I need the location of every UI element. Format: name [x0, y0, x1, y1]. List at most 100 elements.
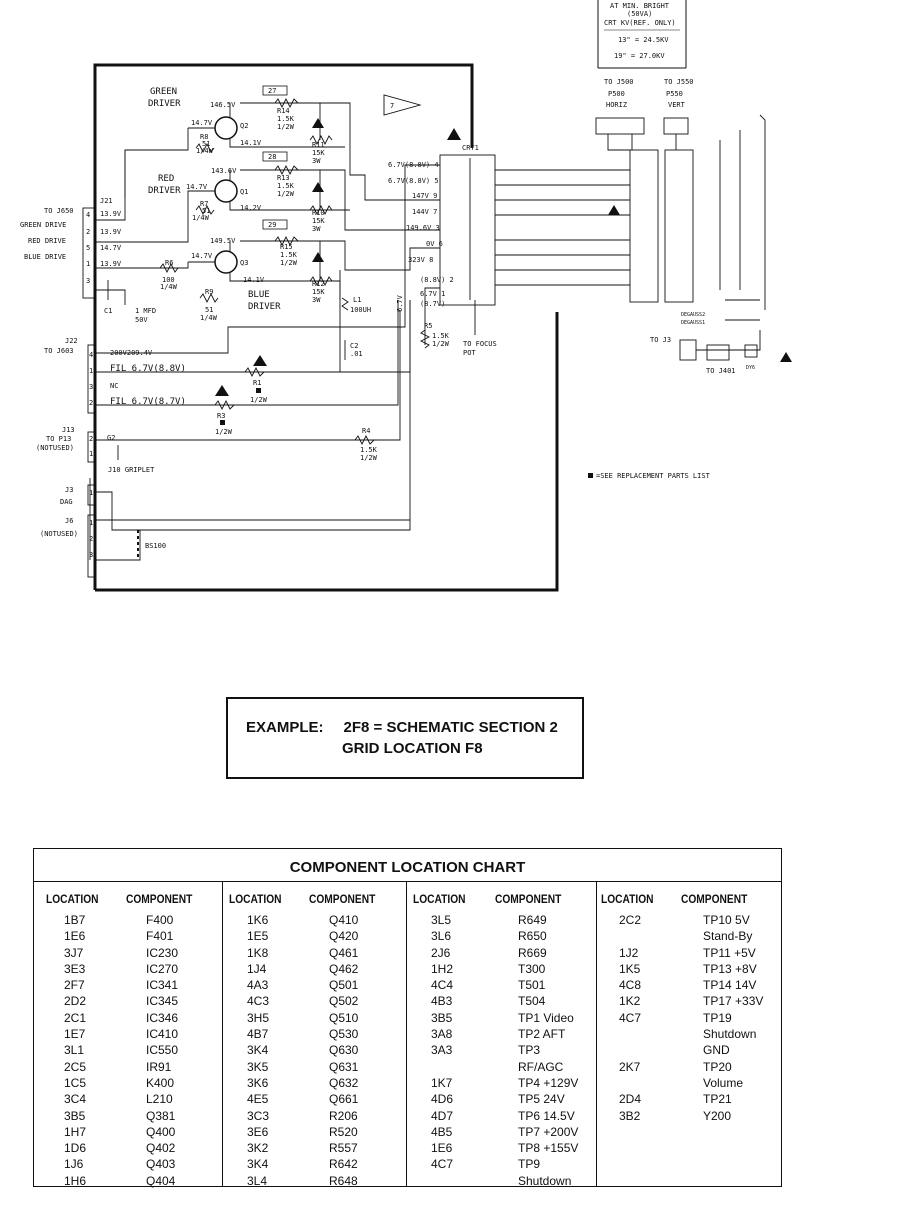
board-outline-lower [95, 312, 559, 592]
component-cell: L210 [146, 1092, 173, 1107]
location-cell: 4B7 [247, 1027, 269, 1042]
connector-label: GREEN DRIVE [20, 221, 66, 229]
location-cell: 4C3 [247, 994, 270, 1009]
connector-label: DEGAUSS1 [681, 320, 705, 326]
red-driver-label: RED [158, 174, 174, 184]
svg-text:3: 3 [89, 551, 93, 559]
warning-triangle-icon [312, 252, 324, 262]
warning-triangle-icon [608, 205, 620, 215]
warning-triangle-icon [253, 355, 267, 366]
component-header: COMPONENT [126, 892, 193, 906]
component-cell: R206 [329, 1108, 358, 1123]
component-header: COMPONENT [495, 892, 562, 906]
location-cell: 4E5 [247, 1092, 269, 1107]
connector-label: P500 [608, 90, 625, 98]
example-box: EXAMPLE:2F8 = SCHEMATIC SECTION 2 GRID L… [226, 697, 584, 779]
component-cell: Q402 [146, 1141, 176, 1156]
wiring [89, 102, 766, 561]
crt-note-line: AT MIN. BRIGHT [610, 2, 670, 10]
part-label: 50V [135, 316, 148, 324]
component-cell: IC410 [146, 1027, 179, 1042]
location-cell: 2C2 [619, 913, 642, 927]
part-label: 1/2W [432, 340, 450, 348]
svg-text:1: 1 [89, 450, 93, 458]
component-cell: TP1 Video [518, 1010, 574, 1025]
connector-label: J3 [65, 486, 73, 494]
location-cell: 1K6 [247, 913, 269, 927]
pin: 4 [86, 211, 90, 219]
part-label: 100UH [350, 306, 371, 314]
location-cell: 1E6 [64, 929, 86, 944]
component-cell: Q410 [329, 913, 359, 927]
warning-triangle-icon [312, 118, 324, 128]
part-label: 51 [202, 140, 210, 148]
location-cell: 4A3 [247, 978, 269, 993]
part-label: R7 [200, 200, 208, 208]
part-label: 1/4W [196, 147, 214, 155]
replacement-square-icon [588, 473, 593, 478]
part-label: R12 [312, 280, 325, 288]
component-cell: TP10 5V [703, 913, 750, 927]
component-cell: Volume [703, 1075, 744, 1090]
component-cell: Y200 [703, 1108, 732, 1123]
svg-text:5: 5 [86, 244, 90, 252]
component-cell: IR91 [146, 1059, 172, 1074]
component-cell: TP19 [703, 1010, 732, 1025]
voltage-label: 146.5V [210, 101, 236, 109]
connector-label: VERT [668, 101, 686, 109]
location-cell: 2J6 [431, 945, 451, 960]
connector-label: J13 [62, 426, 75, 434]
connector-label: TO J500 [604, 78, 634, 86]
component-cell: TP2 AFT [518, 1027, 566, 1042]
part-label: 51 [205, 306, 213, 314]
voltage-label: 13.9V [100, 228, 122, 236]
connector-label: P550 [666, 90, 683, 98]
crt-pin-label: 0V 6 [426, 240, 443, 248]
tag-29: 29 [268, 221, 276, 229]
part-label: .01 [350, 350, 363, 358]
crt-pin-label: 6.7V(8.8V) 4 [388, 161, 439, 169]
location-cell: 3K6 [247, 1075, 269, 1090]
component-cell: TP20 [703, 1059, 732, 1074]
crt-pin-label: (8.8V) 2 [420, 276, 454, 284]
location-cell: 2D4 [619, 1092, 642, 1107]
replacement-parts-note-text: =SEE REPLACEMENT PARTS LIST [596, 472, 710, 480]
location-cell: 4B3 [431, 994, 453, 1009]
warning-triangle-icon [312, 182, 324, 192]
component-cell: TP21 [703, 1092, 732, 1107]
location-cell [619, 928, 641, 944]
location-cell: 2C5 [64, 1059, 87, 1074]
crt-pin-label: 147V 9 [412, 192, 437, 200]
schematic-diagram: AT MIN. BRIGHT (50VA) CRT KV(REF. ONLY) … [20, 0, 792, 592]
part-label: R4 [362, 427, 370, 435]
component-cell: R520 [329, 1124, 358, 1139]
voltage-label: G2 [107, 434, 115, 442]
svg-text:1: 1 [86, 260, 90, 268]
component-cell: K400 [146, 1075, 175, 1090]
part-label: R3 [217, 412, 225, 420]
voltage-label: 149.5V [210, 237, 236, 245]
svg-text:2: 2 [89, 399, 93, 407]
replacement-square-icon [220, 420, 225, 425]
location-cell: 1J6 [64, 1157, 84, 1172]
component-cell: F400 [146, 913, 174, 927]
component-cell: Q420 [329, 929, 359, 944]
connector-label: TO J401 [706, 367, 736, 375]
part-label: R8 [200, 133, 208, 141]
location-cell: 2C1 [64, 1010, 87, 1025]
part-label: 51 [202, 207, 210, 215]
j21-connector [82, 207, 96, 299]
example-line-1: EXAMPLE:2F8 = SCHEMATIC SECTION 2 [246, 719, 558, 736]
location-cell: 3C4 [64, 1092, 87, 1107]
part-label: 1/2W [277, 190, 295, 198]
location-cell: 3B5 [64, 1108, 86, 1123]
connector-label: POT [463, 349, 476, 357]
location-cell: 3E3 [64, 961, 86, 976]
j3-connector [87, 484, 96, 506]
component-cell: TP17 +33V [703, 994, 764, 1009]
crt-pin-label: 6.7V(8.8V) 5 [388, 177, 439, 185]
component-cell: T504 [518, 994, 546, 1009]
